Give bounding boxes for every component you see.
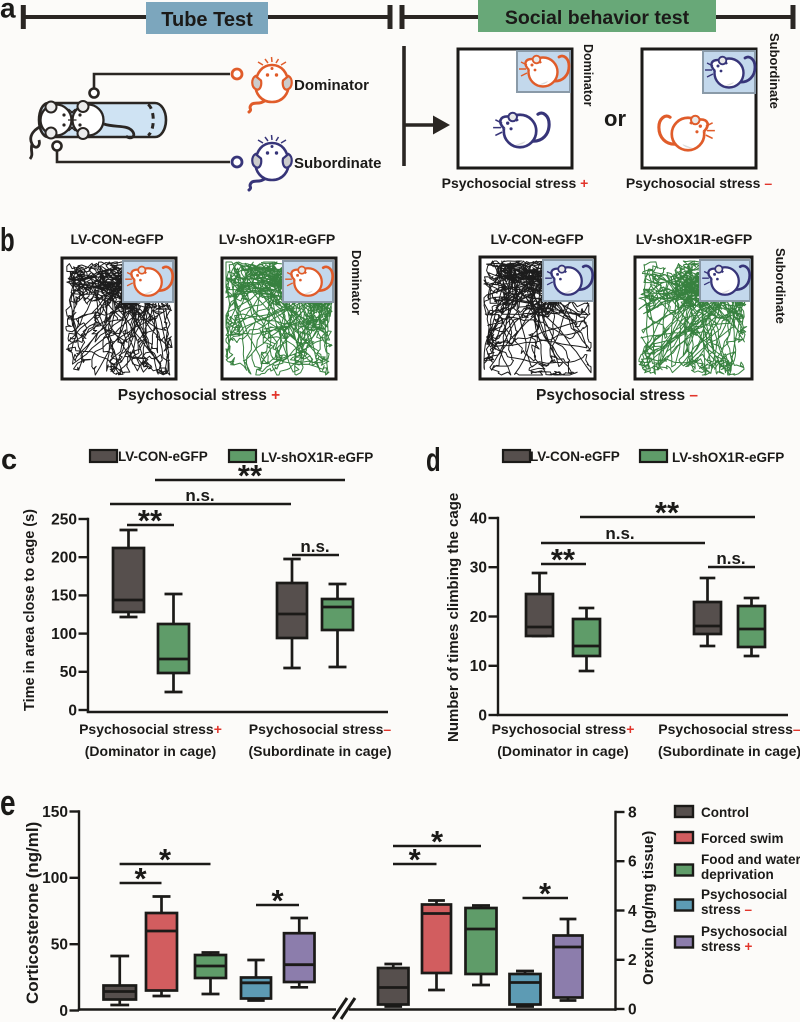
svg-text:Number of times climbing the c: Number of times climbing the cage [445, 493, 462, 742]
svg-text:0: 0 [628, 1001, 637, 1018]
svg-text:(Dominator in cage): (Dominator in cage) [497, 743, 628, 759]
svg-text:n.s.: n.s. [300, 537, 329, 556]
svg-text:0: 0 [68, 702, 77, 719]
svg-text:Psychosocial stress –: Psychosocial stress – [626, 175, 773, 191]
svg-text:*: * [134, 861, 147, 896]
svg-text:*: * [431, 824, 444, 859]
svg-text:Subordinate: Subordinate [773, 248, 788, 324]
svg-text:250: 250 [51, 511, 77, 528]
svg-text:b: b [0, 222, 15, 259]
svg-text:LV-CON-eGFP: LV-CON-eGFP [530, 449, 620, 464]
svg-text:Subordinate: Subordinate [294, 155, 382, 172]
svg-text:a: a [0, 0, 16, 24]
svg-text:Psychosocial: Psychosocial [701, 924, 787, 939]
svg-text:8: 8 [628, 804, 637, 821]
svg-text:(Dominator in cage): (Dominator in cage) [85, 743, 216, 759]
svg-text:n.s.: n.s. [605, 524, 634, 543]
svg-text:Tube Test: Tube Test [161, 9, 253, 31]
svg-text:100: 100 [51, 626, 77, 643]
svg-text:Corticosterone (ng/ml): Corticosterone (ng/ml) [23, 822, 42, 1004]
svg-text:(Subordinate in cage): (Subordinate in cage) [658, 743, 800, 759]
svg-text:LV-shOX1R-eGFP: LV-shOX1R-eGFP [219, 231, 335, 247]
svg-text:stress –: stress – [701, 902, 753, 917]
svg-text:Orexin (pg/mg tissue): Orexin (pg/mg tissue) [640, 831, 657, 985]
svg-text:Dominator: Dominator [294, 77, 369, 94]
svg-text:*: * [159, 842, 172, 877]
svg-text:0: 0 [59, 1003, 68, 1020]
svg-text:Psychosocial stress+: Psychosocial stress+ [79, 721, 222, 737]
svg-text:(Subordinate in cage): (Subordinate in cage) [248, 743, 391, 759]
svg-text:Psychosocial stress–: Psychosocial stress– [249, 721, 392, 737]
svg-text:Subordinate: Subordinate [767, 33, 782, 109]
svg-text:**: ** [655, 495, 680, 530]
svg-text:**: ** [238, 458, 263, 493]
svg-text:LV-shOX1R-eGFP: LV-shOX1R-eGFP [261, 450, 373, 465]
svg-text:2: 2 [628, 952, 637, 969]
svg-text:**: ** [551, 542, 576, 577]
svg-text:LV-CON-eGFP: LV-CON-eGFP [118, 449, 208, 464]
svg-text:Food and water: Food and water [701, 852, 800, 867]
svg-text:Dominator: Dominator [349, 250, 364, 315]
svg-text:6: 6 [628, 854, 637, 871]
svg-text:**: ** [138, 503, 163, 538]
svg-text:0: 0 [478, 707, 487, 724]
svg-text:20: 20 [470, 609, 487, 626]
svg-text:40: 40 [470, 510, 487, 527]
svg-text:LV-CON-eGFP: LV-CON-eGFP [490, 231, 583, 247]
svg-text:n.s.: n.s. [716, 549, 745, 568]
svg-text:Psychosocial stress+: Psychosocial stress+ [492, 721, 635, 737]
svg-text:10: 10 [470, 658, 487, 675]
svg-text:n.s.: n.s. [185, 486, 214, 505]
svg-text:50: 50 [60, 664, 77, 681]
svg-text:150: 150 [42, 804, 68, 821]
svg-text:Dominator: Dominator [581, 44, 595, 107]
svg-text:c: c [1, 444, 17, 476]
svg-text:Forced swim: Forced swim [701, 831, 784, 846]
svg-text:30: 30 [470, 560, 487, 577]
svg-text:Psychosocial stress +: Psychosocial stress + [118, 387, 280, 404]
svg-text:Psychosocial: Psychosocial [701, 887, 787, 902]
svg-text:LV-shOX1R-eGFP: LV-shOX1R-eGFP [636, 231, 752, 247]
svg-text:LV-shOX1R-eGFP: LV-shOX1R-eGFP [672, 450, 784, 465]
svg-text:Psychosocial stress–: Psychosocial stress– [658, 721, 800, 737]
svg-text:200: 200 [51, 550, 77, 567]
svg-text:or: or [604, 106, 626, 131]
svg-text:*: * [409, 842, 422, 877]
svg-text:4: 4 [628, 903, 637, 920]
svg-text:Time in area close to cage (s): Time in area close to cage (s) [22, 509, 38, 711]
svg-text:LV-CON-eGFP: LV-CON-eGFP [70, 231, 163, 247]
svg-text:Control: Control [701, 805, 749, 820]
svg-text:e: e [0, 782, 16, 822]
svg-text:150: 150 [51, 588, 77, 605]
svg-text:Social behavior test: Social behavior test [505, 7, 690, 29]
svg-text:100: 100 [42, 870, 68, 887]
svg-text:*: * [539, 876, 552, 911]
svg-text:stress +: stress + [701, 939, 753, 954]
svg-text:Psychosocial stress –: Psychosocial stress – [536, 387, 698, 404]
svg-text:50: 50 [51, 937, 68, 954]
svg-text:Psychosocial stress +: Psychosocial stress + [442, 175, 589, 191]
svg-text:d: d [426, 442, 441, 479]
svg-text:deprivation: deprivation [701, 867, 774, 882]
svg-text:*: * [271, 883, 284, 918]
